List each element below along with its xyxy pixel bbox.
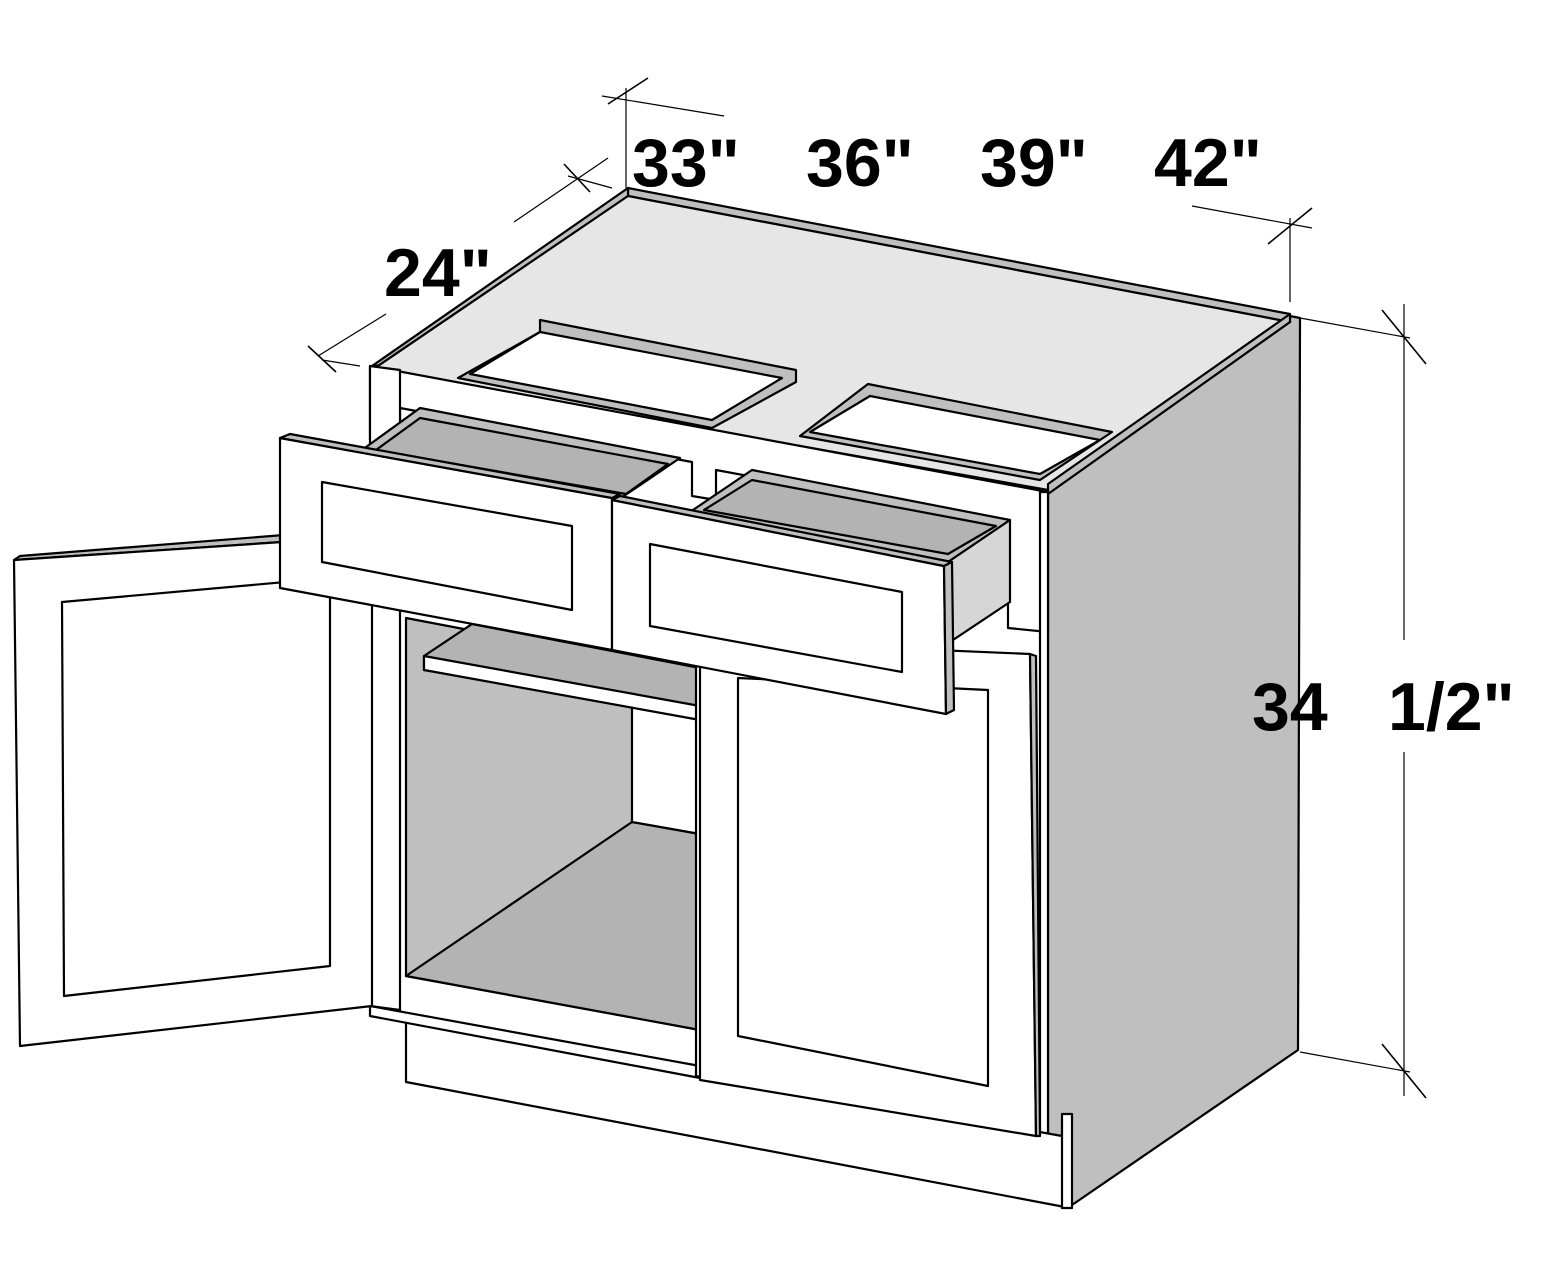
rear-rail-right-face <box>808 394 1102 476</box>
right-drawer-box-inside <box>702 478 998 556</box>
depth-tick-bottom <box>307 345 337 373</box>
right-drawer <box>610 468 1012 716</box>
height-tick-top <box>1381 309 1427 365</box>
width-option-33: 33" <box>632 125 740 201</box>
depth-label: 24" <box>384 235 492 311</box>
width-option-39: 39" <box>980 125 1088 201</box>
left-drawer-front-top <box>278 432 622 500</box>
rear-rail-left-face <box>468 330 784 422</box>
left-door-panel <box>60 576 332 998</box>
right-door-panel <box>736 676 990 1088</box>
left-drawer-panel <box>320 480 574 612</box>
width-dimension-line-left <box>601 95 725 117</box>
height-label-whole: 34 <box>1252 669 1328 745</box>
height-label-fraction: 1/2" <box>1388 669 1515 745</box>
right-drawer-front-edge <box>942 560 956 716</box>
right-door-edge <box>1028 652 1042 1138</box>
right-drawer-panel <box>648 542 904 674</box>
height-extension-top <box>1299 317 1411 339</box>
width-tick-left <box>607 77 649 105</box>
height-tick-bottom <box>1381 1043 1427 1099</box>
height-extension-bottom <box>1299 1051 1411 1073</box>
toe-kick-side <box>1060 1112 1074 1210</box>
width-tick-right <box>1267 207 1313 245</box>
left-drawer <box>278 406 682 652</box>
width-option-36: 36" <box>806 125 914 201</box>
lower-interior-backwall-light <box>630 698 702 836</box>
dimension-labels: 33" 36" 39" 42" 24" 34 1/2" <box>384 125 1515 745</box>
cabinet-box <box>368 186 1302 1210</box>
depth-dimension-line-bottom <box>317 313 387 357</box>
right-door <box>698 638 1042 1138</box>
left-door <box>12 526 374 1048</box>
depth-dimension-line-top <box>513 157 609 223</box>
depth-extension-bottom <box>321 359 361 367</box>
width-dimension-line-right <box>1191 205 1313 229</box>
dimension-lines <box>307 77 1427 1099</box>
width-option-42: 42" <box>1154 125 1262 201</box>
face-frame-right-stile <box>1038 490 1050 1140</box>
depth-extension-top <box>567 175 613 189</box>
